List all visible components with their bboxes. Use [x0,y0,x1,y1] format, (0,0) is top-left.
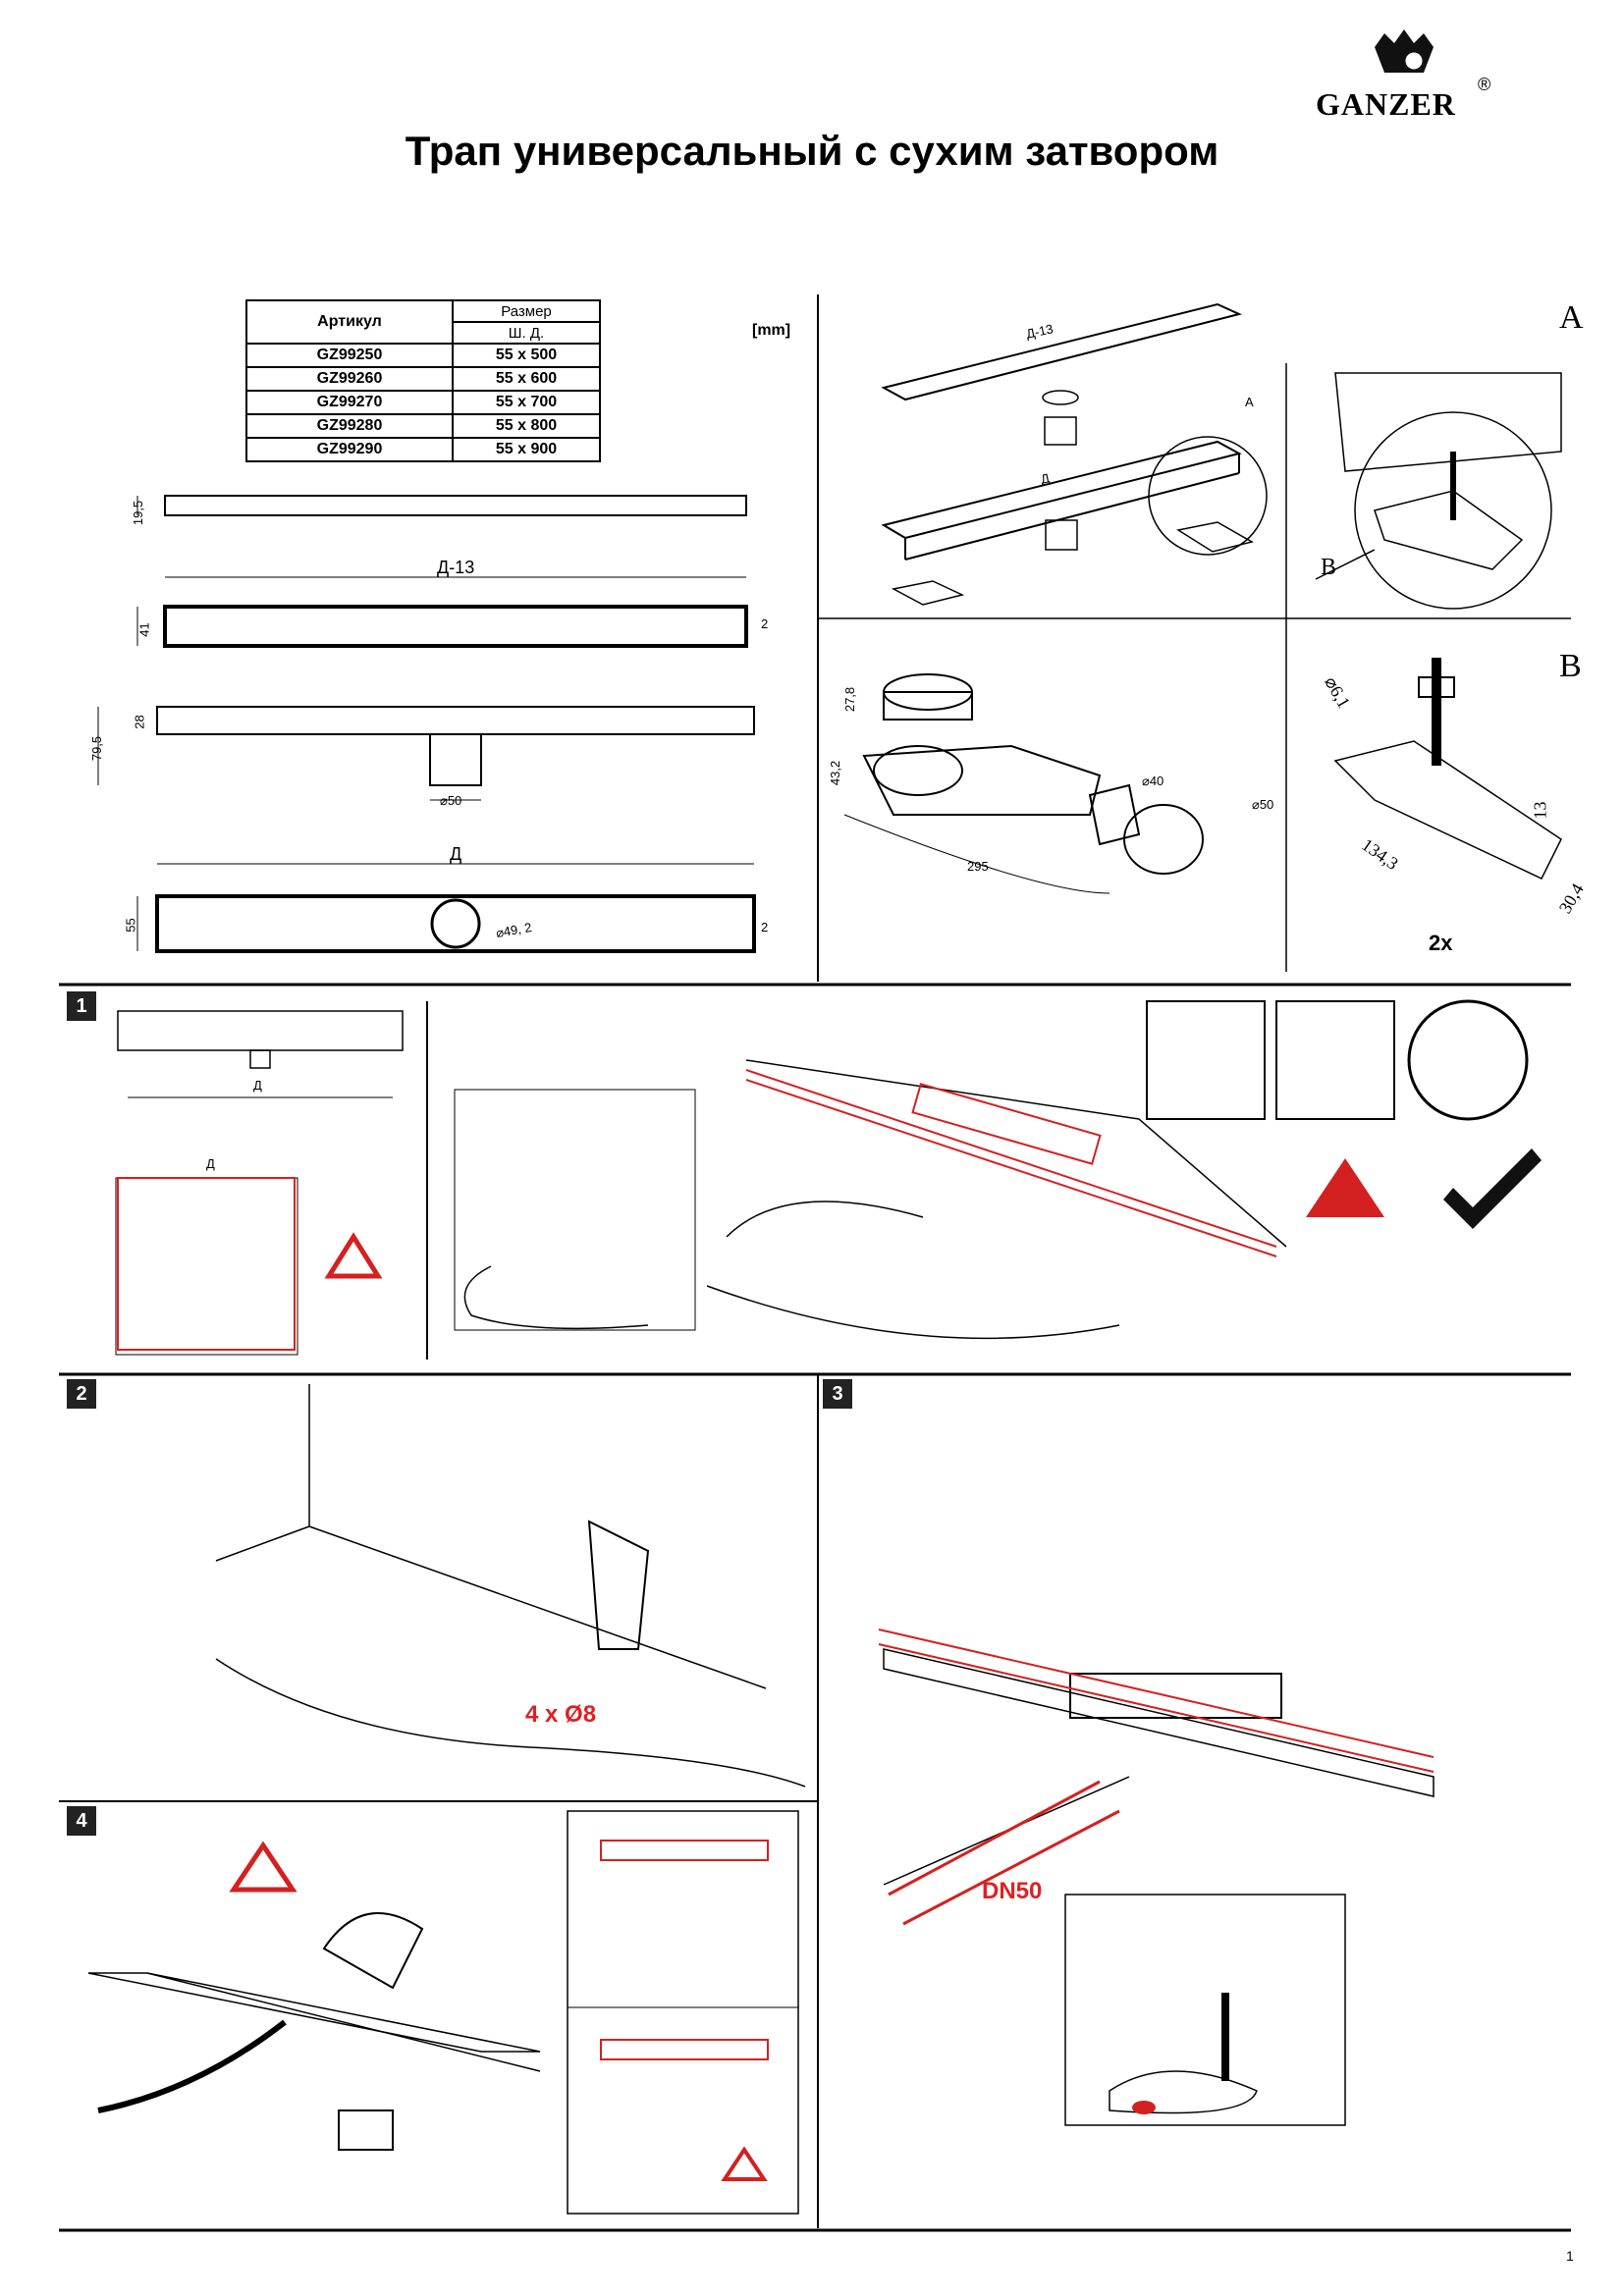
dim-phi50-pipe: ⌀50 [1252,797,1274,812]
dim-55: 55 [123,918,138,933]
drill-spec: 4 x Ø8 [525,1701,597,1728]
step-badge-4: 4 [67,1806,96,1836]
dim-13: 13 [1530,801,1550,820]
iso-a: A [1245,395,1254,409]
size-cell: 55 x 900 [452,437,601,462]
dim-2b: 2 [761,920,769,934]
dim-27-8: 27,8 [842,686,858,713]
step-badge-3: 3 [823,1379,852,1409]
size-cell: 55 x 700 [452,390,601,415]
article-cell: GZ99280 [245,413,454,439]
header-size: Размер [452,299,601,323]
unit-label: [mm] [752,322,791,339]
brand-logo: GANZER ® [1306,27,1502,126]
dim-41: 41 [136,622,152,637]
article-cell: GZ99270 [245,390,454,415]
size-cell: 55 x 500 [452,343,601,368]
brand-name: GANZER [1316,86,1456,122]
page-number: 1 [1566,2248,1574,2264]
step-badge-2: 2 [67,1379,96,1409]
detail-b-arrow: B [1321,555,1337,580]
step1-d-label: Д [253,1078,262,1093]
article-cell: GZ99290 [245,437,454,462]
checkmark-icon [1443,1148,1542,1229]
article-cell: GZ99260 [245,366,454,392]
header-size-sub: Ш. Д. [452,321,601,345]
logo-crown-icon [1375,29,1434,73]
dim-28: 28 [132,715,147,729]
warning-triangle-icon [1306,1158,1384,1217]
header-article: Артикул [245,299,454,345]
qty-2x: 2x [1429,931,1453,955]
detail-b-label: B [1559,648,1582,684]
dim-phi40: ⌀40 [1142,774,1164,788]
dim-79-5: 79,5 [89,735,105,762]
dim-d13: Д-13 [437,558,475,577]
step1-d-label-2: Д [206,1156,215,1171]
size-cell: 55 x 800 [452,413,601,439]
dim-295: 295 [967,859,989,874]
article-cell: GZ99250 [245,343,454,368]
dim-2a: 2 [761,616,769,631]
detail-a-label: A [1559,299,1584,336]
step-badge-1: 1 [67,991,96,1021]
page-title: Трап универсальный с сухим затвором [405,128,1219,174]
dim-19-5: 19,5 [131,500,146,526]
dim-phi50: ⌀50 [440,793,462,808]
dim-43-2: 43,2 [828,760,843,786]
dim-d: Д [450,844,462,864]
size-cell: 55 x 600 [452,366,601,392]
registered-mark: ® [1478,75,1491,94]
pipe-dn50-label: DN50 [982,1878,1043,1904]
